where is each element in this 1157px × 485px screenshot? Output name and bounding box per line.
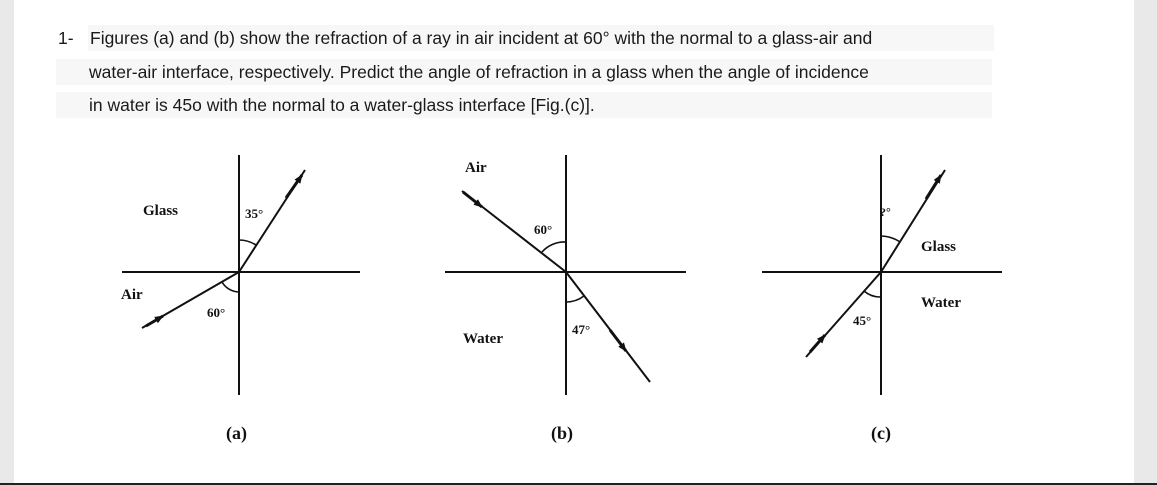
figure-b-caption: (b) (551, 423, 573, 444)
figure-b-lower-angle: 47° (572, 322, 590, 337)
figure-b-incident-arrow-icon (462, 190, 483, 209)
figure-b-upper-angle-arc (541, 241, 567, 253)
figure-c-upper-angle: ?° (880, 205, 891, 219)
figure-b-lower-medium: Water (463, 331, 503, 347)
figure-c-refracted-arrow-icon (924, 174, 943, 200)
figure-b-refracted-arrow-icon (608, 329, 628, 352)
figure-a-lower-medium: Air (121, 287, 143, 303)
figure-a-incident-arrow-icon (145, 314, 164, 328)
question-number: 1- (58, 28, 74, 48)
figure-a: Glass Air 35° 60° (a) (121, 155, 360, 444)
figure-a-lower-angle-arc (221, 281, 240, 293)
figure-a-upper-medium: Glass (143, 203, 178, 219)
figure-b-upper-angle: 60° (534, 222, 552, 237)
figure-c-incident-arrow-icon (808, 334, 827, 353)
figure-a-upper-angle-arc (238, 239, 257, 246)
figure-a-lower-angle: 60° (207, 305, 225, 320)
figure-b: Air Water 60° 47° (b) (445, 155, 686, 444)
figure-b-refracted-ray (565, 271, 651, 383)
figure-c-lower-angle-arc (863, 290, 882, 298)
figure-b-lower-angle-arc (565, 295, 585, 303)
bottom-border (0, 483, 1157, 485)
figure-b-upper-medium: Air (465, 160, 487, 176)
question-line-3: in water is 45o with the normal to a wat… (56, 92, 992, 118)
figure-a-caption: (a) (226, 423, 247, 444)
figure-c-lower-angle: 45° (853, 313, 871, 328)
figure-c-upper-medium: Glass (921, 239, 956, 255)
figure-c-caption: (c) (871, 423, 891, 444)
figure-a-refracted-arrow-icon (284, 174, 304, 199)
figure-c-lower-medium: Water (921, 295, 961, 311)
question-line-1: Figures (a) and (b) show the refraction … (88, 25, 994, 51)
figure-a-upper-angle: 35° (245, 206, 263, 221)
question-line-2: water-air interface, respectively. Predi… (56, 59, 992, 85)
figure-c: Glass Water ?° 45° (c) (762, 155, 1002, 444)
figure-c-upper-angle-arc (880, 235, 901, 243)
